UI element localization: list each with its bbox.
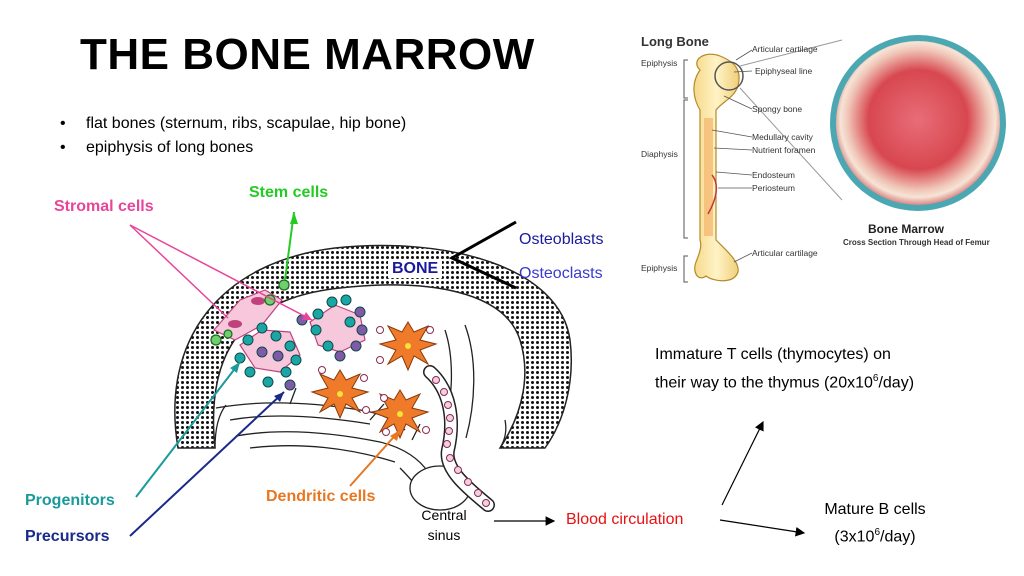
osteoblasts-label: Osteoblasts <box>519 231 604 248</box>
bone-label: BONE <box>388 260 443 278</box>
annotation-endosteum: Endosteum <box>752 170 795 180</box>
bone-arc <box>174 244 573 449</box>
region-epiphysis-bottom: Epiphysis <box>641 263 678 273</box>
bullet-list: flat bones (sternum, ribs, scapulae, hip… <box>60 112 406 160</box>
page-title: THE BONE MARROW <box>80 30 535 79</box>
region-epiphysis-top: Epiphysis <box>641 58 678 68</box>
thymocytes-line1: Immature T cells (thymocytes) on <box>655 346 891 363</box>
annotation-epiphyseal-line: Epiphyseal line <box>755 66 813 76</box>
blood-circulation-label: Blood circulation <box>566 511 684 528</box>
progenitors-label: Progenitors <box>25 492 115 509</box>
thymocytes-line2-pre: their way to the thymus (20x10 <box>655 374 873 392</box>
bone-marrow-caption-title: Bone Marrow <box>868 222 945 236</box>
central-sinus-line1: Central <box>421 507 467 523</box>
long-bone-heading: Long Bone <box>641 34 709 49</box>
bullet-item: flat bones (sternum, ribs, scapulae, hip… <box>60 112 406 136</box>
osteoclasts-label: Osteoclasts <box>519 265 603 282</box>
mature-b-line2-post: /day) <box>880 528 916 546</box>
bullet-item: epiphysis of long bones <box>60 136 406 160</box>
thymocytes-line2-post: /day) <box>878 374 915 392</box>
central-sinus-label: Central sinus <box>410 505 478 545</box>
annotation-articular-cartilage-top: Articular cartilage <box>752 44 818 54</box>
annotation-periosteum: Periosteum <box>752 183 795 193</box>
mature-b-cells-label: Mature B cells (3x106/day) <box>800 498 950 548</box>
blood-vessel <box>423 365 495 512</box>
pointer-lines <box>129 211 806 537</box>
annotation-spongy-bone: Spongy bone <box>752 104 803 114</box>
long-bone-figure <box>683 35 1006 283</box>
thymocytes-label: Immature T cells (thymocytes) on their w… <box>655 343 914 395</box>
precursors-label: Precursors <box>25 528 110 545</box>
thymocytes-line2: their way to the thymus (20x106/day) <box>655 367 914 395</box>
region-diaphysis: Diaphysis <box>641 149 678 159</box>
stromal-cells-label: Stromal cells <box>54 198 154 215</box>
bone-marrow-caption-sub: Cross Section Through Head of Femur <box>843 238 990 247</box>
annotation-nutrient-foramen: Nutrient foramen <box>752 145 816 155</box>
central-sinus-line2: sinus <box>427 527 461 543</box>
thymocytes-exponent: 6 <box>872 373 879 384</box>
stem-cells-label: Stem cells <box>249 184 329 201</box>
annotation-medullary-cavity: Medullary cavity <box>752 132 813 142</box>
dendritic-cell-group <box>310 321 438 440</box>
mature-b-line1: Mature B cells <box>824 501 926 518</box>
mature-b-line2: (3x106/day) <box>800 521 950 548</box>
annotation-articular-cartilage-bottom: Articular cartilage <box>752 248 818 258</box>
progenitor-cell-group <box>234 294 368 391</box>
dendritic-cells-label: Dendritic cells <box>266 488 376 505</box>
mature-b-exponent: 6 <box>874 527 880 538</box>
mature-b-line2-pre: (3x10 <box>834 528 875 546</box>
